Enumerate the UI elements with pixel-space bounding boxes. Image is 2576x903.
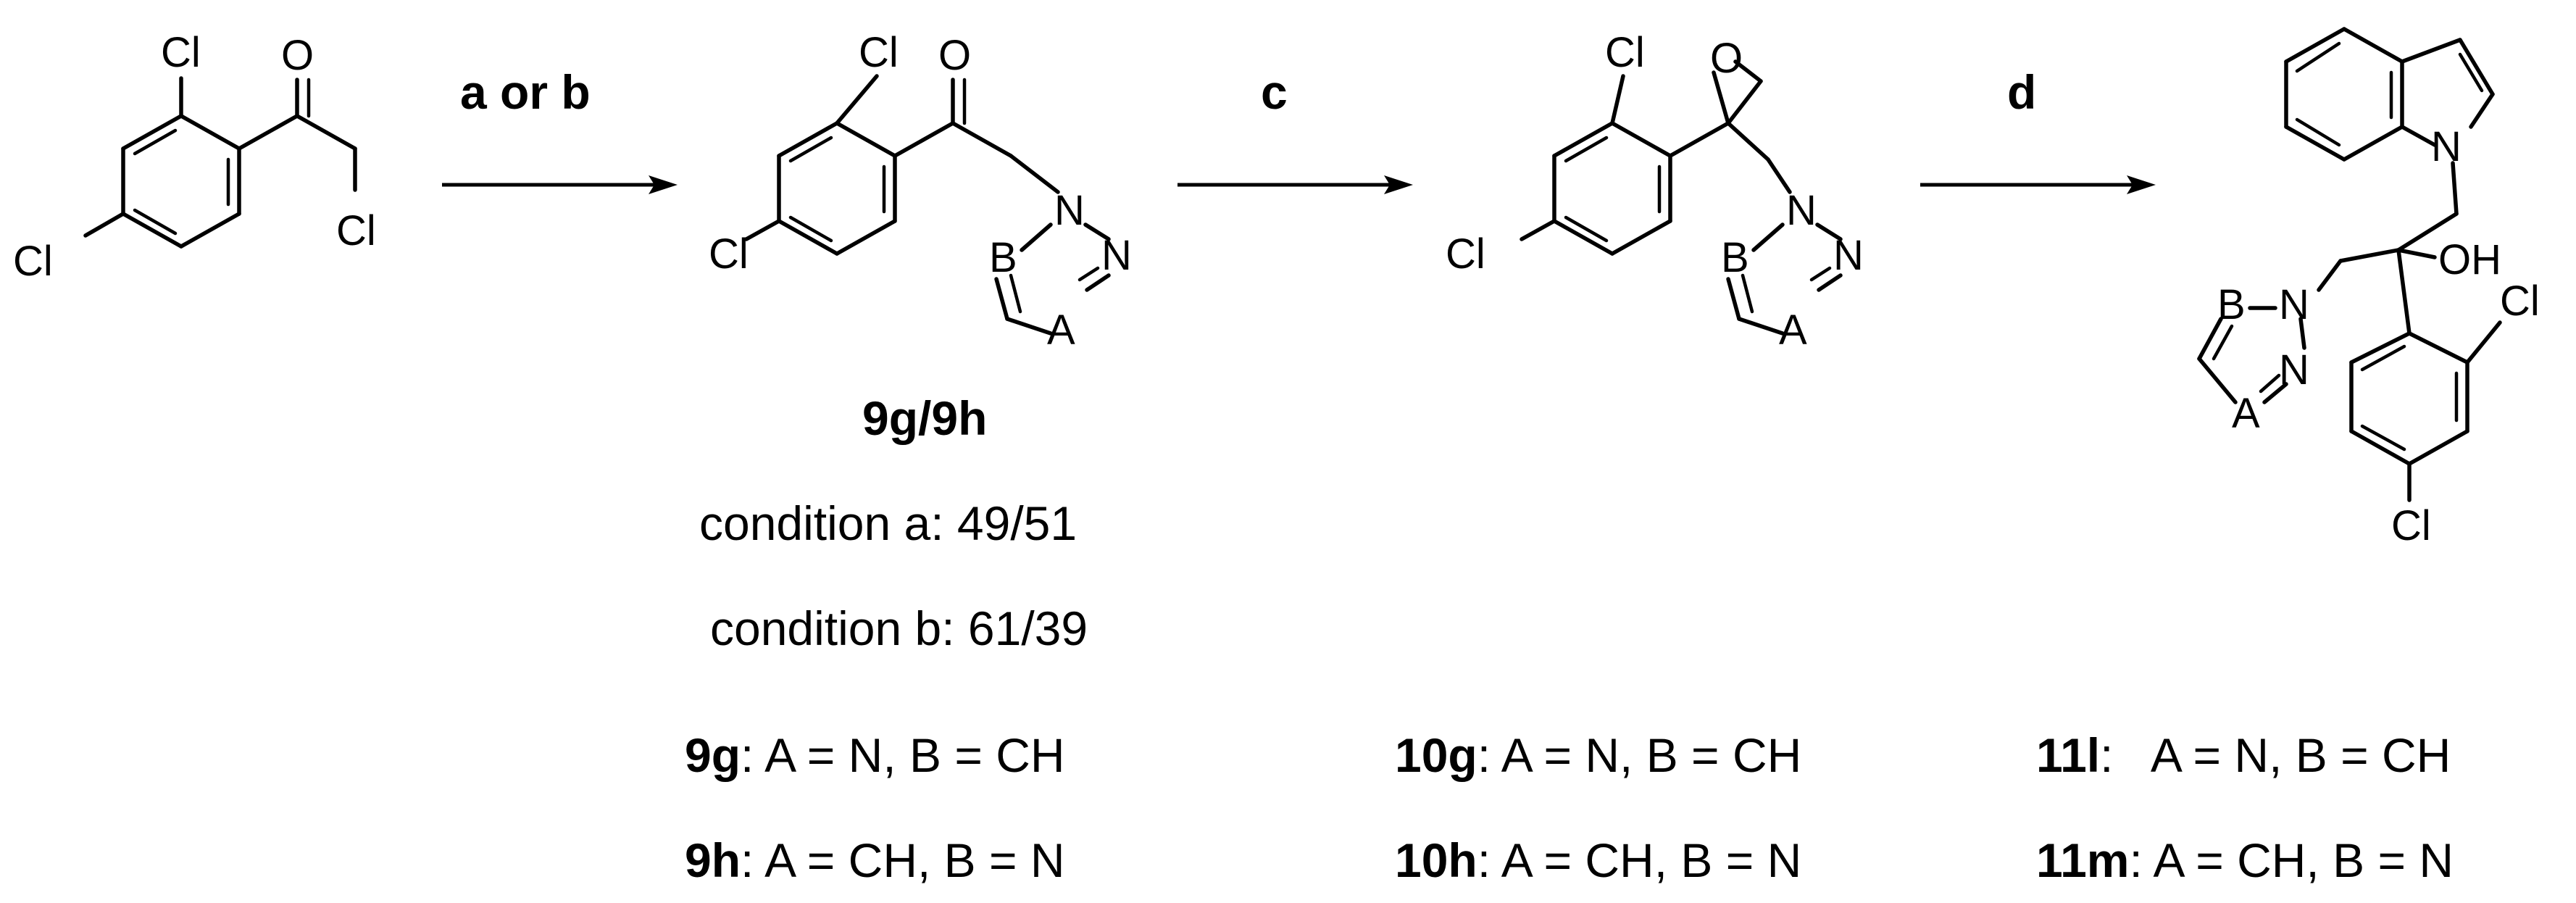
cl-atom-label: Cl — [709, 230, 749, 278]
starting-material-structure: Cl O Cl Cl — [13, 29, 376, 285]
n-atom-label: N — [1054, 187, 1085, 234]
n-atom-label: N — [2431, 123, 2462, 170]
a-atom-label: A — [1779, 307, 1807, 354]
reagent-label-step1: a or b — [460, 65, 591, 119]
definition-text-9g: : A = N, B = CH — [741, 728, 1065, 782]
compound-id-11l: 11l — [2036, 728, 2100, 782]
cl-atom-label: Cl — [336, 207, 376, 254]
b-atom-label: B — [2217, 281, 2246, 328]
compound-id-11m: 11m — [2036, 833, 2129, 887]
o-atom-label: O — [281, 32, 314, 79]
definition-9g: 9g: A = N, B = CH — [685, 728, 1065, 782]
b-atom-label: B — [1721, 234, 1749, 281]
caption-compound-9: 9g/9h condition a: 49/51 condition b: 61… — [699, 391, 1088, 655]
definition-text-11l: : A = N, B = CH — [2100, 728, 2451, 782]
compound-id-9g: 9g — [685, 728, 741, 782]
reaction-arrow-1: a or b — [442, 65, 678, 194]
compound-11-structure: N OH B N N A Cl Cl — [2197, 27, 2540, 549]
n-atom-label: N — [1101, 232, 1132, 279]
b-atom-label: B — [989, 234, 1017, 281]
reaction-arrow-2: c — [1177, 65, 1413, 194]
svg-text:11m: A = CH, B = N: 11m: A = CH, B = N — [2036, 833, 2454, 887]
svg-text:10g: A = N, B = CH: 10g: A = N, B = CH — [1395, 728, 1801, 782]
compound-9-label: 9g/9h — [862, 391, 987, 445]
cl-atom-label: Cl — [1446, 230, 1485, 278]
n-atom-label: N — [1833, 232, 1864, 279]
definition-text-11m: : A = CH, B = N — [2129, 833, 2454, 887]
svg-text:9g: A = N, B = CH: 9g: A = N, B = CH — [685, 728, 1065, 782]
condition-b-ratio: condition b: 61/39 — [710, 602, 1088, 655]
reagent-label-step3: d — [2007, 65, 2036, 119]
definition-text-10h: : A = CH, B = N — [1477, 833, 1802, 887]
cl-atom-label: Cl — [13, 238, 53, 285]
oh-atom-label: OH — [2438, 236, 2501, 283]
o-atom-label: O — [938, 32, 971, 79]
definition-11m: 11m: A = CH, B = N — [2036, 833, 2454, 887]
svg-text:11l: A = N, B = CH: 11l: A = N, B = CH — [2036, 728, 2451, 782]
reagent-label-step2: c — [1261, 65, 1288, 119]
n-atom-label: N — [1786, 187, 1817, 234]
a-atom-label: A — [2232, 390, 2260, 437]
cl-atom-label: Cl — [2500, 278, 2540, 325]
compound-id-10g: 10g — [1395, 728, 1477, 782]
cl-atom-label: Cl — [859, 29, 899, 76]
definition-text-10g: : A = N, B = CH — [1477, 728, 1802, 782]
svg-text:10h: A = CH, B = N: 10h: A = CH, B = N — [1395, 833, 1801, 887]
cl-atom-label: Cl — [161, 29, 201, 76]
definition-11l: 11l: A = N, B = CH — [2036, 728, 2451, 782]
cl-atom-label: Cl — [2391, 502, 2431, 549]
n-atom-label: N — [2279, 346, 2309, 394]
compound-9-structure: Cl O Cl N B N A — [709, 29, 1132, 354]
n-atom-label: N — [2279, 281, 2309, 328]
reaction-arrow-3: d — [1920, 65, 2156, 194]
a-atom-label: A — [1047, 307, 1075, 354]
definition-10g: 10g: A = N, B = CH — [1395, 728, 1801, 782]
compound-id-10h: 10h — [1395, 833, 1477, 887]
svg-text:9h: A = CH, B = N: 9h: A = CH, B = N — [685, 833, 1065, 887]
cl-atom-label: Cl — [1605, 29, 1645, 76]
o-atom-label: O — [1710, 35, 1743, 82]
definition-9h: 9h: A = CH, B = N — [685, 833, 1065, 887]
definition-text-9h: : A = CH, B = N — [741, 833, 1065, 887]
definition-10h: 10h: A = CH, B = N — [1395, 833, 1801, 887]
condition-a-ratio: condition a: 49/51 — [699, 496, 1077, 550]
compound-id-9h: 9h — [685, 833, 741, 887]
compound-10-structure: Cl O Cl N B N A — [1446, 29, 1864, 354]
